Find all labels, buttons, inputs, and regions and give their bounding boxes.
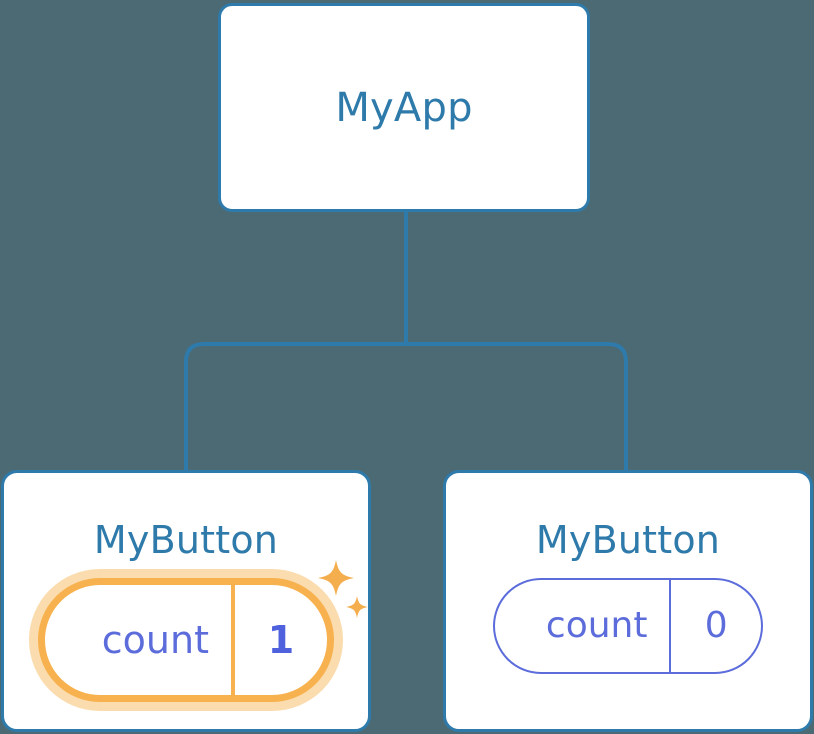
state-value-label: 1 [267, 618, 295, 662]
state-key-label: count [101, 618, 209, 662]
state-value-label: 0 [704, 605, 728, 646]
node-title: MyButton [93, 518, 279, 562]
state-key-cell: count [45, 585, 235, 695]
state-pill[interactable]: count 0 [493, 578, 763, 674]
state-key-label: count [545, 605, 648, 646]
connector-branch [184, 342, 628, 470]
state-value-cell: 1 [235, 585, 327, 695]
state-pill-wrapper: count 0 [446, 578, 810, 674]
state-pill-wrapper: count 1 [4, 578, 368, 702]
node-mybutton-right[interactable]: MyButton count 0 [443, 470, 813, 732]
node-myapp[interactable]: MyApp [218, 3, 590, 212]
state-key-cell: count [495, 580, 672, 672]
node-title: MyApp [335, 84, 473, 131]
state-pill-highlighted[interactable]: count 1 [38, 578, 334, 702]
state-value-cell: 0 [671, 580, 761, 672]
node-title: MyButton [535, 518, 721, 562]
node-mybutton-left[interactable]: MyButton count 1 [1, 470, 371, 732]
